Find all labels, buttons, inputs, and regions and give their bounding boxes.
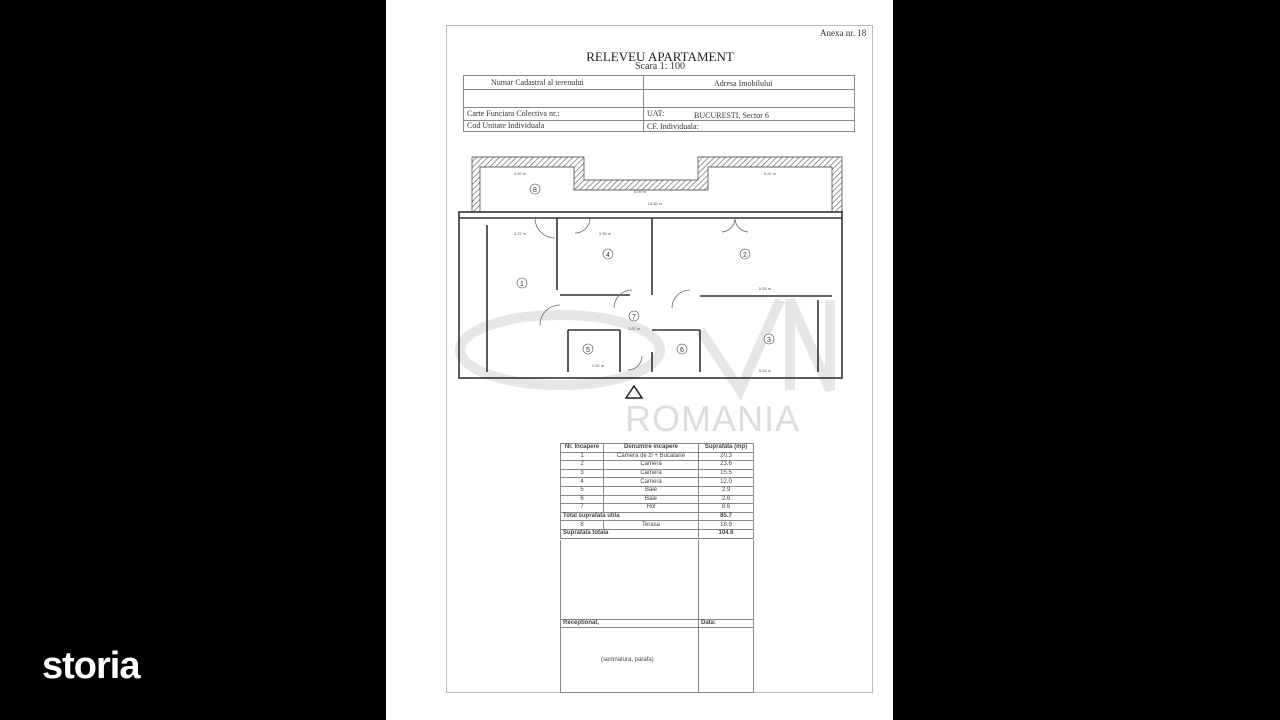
dimension-label: 5.09 m — [634, 189, 647, 194]
room-number: 8 — [533, 187, 537, 194]
room-name: Baie — [603, 494, 699, 505]
room-name: Camera — [603, 460, 699, 470]
column-header: Suprafata (mp) — [698, 443, 754, 453]
cadastral-label: Numar Cadastral al terenului — [491, 78, 584, 87]
entrance-marker-icon — [624, 384, 644, 399]
terrace-walls — [471, 156, 843, 213]
dimension-label: 3.37 m — [514, 231, 527, 236]
scale-label: Scara 1: 100 — [635, 61, 685, 72]
door-swings — [534, 217, 749, 371]
signature-label: (semnatura, parafa) — [601, 657, 654, 663]
room-area: 2.9 — [698, 485, 754, 496]
watermark-text: ROMANIA — [625, 398, 801, 439]
property-info-table: Numar Cadastral al terenului Adresa Imob… — [463, 75, 855, 132]
date-label: Data: — [701, 620, 717, 626]
unit-code-label: Cod Unitate Individuala — [467, 121, 545, 130]
room-name: Camera de zi + Bucatarie — [603, 451, 699, 462]
rooms-table: Nr. Incapere Denumire incapere Suprafata… — [560, 443, 754, 539]
room-name: Camera — [603, 468, 699, 479]
room-number: 5 — [586, 347, 590, 354]
room-area: 12.0 — [698, 477, 754, 487]
storia-logo: storia — [42, 645, 140, 687]
walls — [458, 211, 843, 379]
room-area: 23.6 — [698, 460, 754, 470]
total-value: 104.6 — [698, 528, 754, 539]
room-nr: 8 — [560, 520, 604, 530]
room-number: 3 — [767, 337, 771, 344]
dimension-label: 3.00 m — [514, 171, 527, 176]
dimension-label: 3.98 m — [599, 231, 612, 236]
room-nr: 4 — [560, 477, 604, 487]
room-number: 1 — [520, 281, 524, 288]
room-area: 2.6 — [698, 494, 754, 505]
room-number: 7 — [632, 314, 636, 321]
address-label: Adresa Imobilului — [714, 79, 773, 88]
room-name: Camera — [603, 477, 699, 487]
room-name: Hol — [603, 503, 699, 513]
room-name: Terasa — [603, 520, 699, 530]
room-nr: 3 — [560, 468, 604, 479]
room-area: 8.6 — [698, 503, 754, 513]
dimension-label: 5.24 m — [759, 368, 772, 373]
dimension-label: 5.55 m — [759, 286, 772, 291]
room-number: 6 — [680, 347, 684, 354]
useful-total-value: 85.7 — [698, 511, 754, 522]
column-header: Denumire incapere — [603, 443, 699, 453]
uat-label: UAT: — [647, 109, 665, 118]
room-name: Baie — [603, 485, 699, 496]
total-label: Suprafata totala — [560, 528, 699, 539]
room-nr: 1 — [560, 451, 604, 462]
dimension-label: 1.97 m — [628, 326, 641, 331]
room-nr: 6 — [560, 494, 604, 505]
column-header: Nr. Incapere — [560, 443, 604, 453]
room-area: 20.3 — [698, 451, 754, 462]
signature-box: Receptionat, Data: (semnatura, parafa) — [560, 540, 754, 693]
room-nr: 2 — [560, 460, 604, 470]
cf-individual-label: CF. Individuala: — [647, 122, 699, 131]
table-header-row: Nr. Incapere Denumire incapere Suprafata… — [560, 443, 754, 453]
svn-watermark-logo — [455, 297, 835, 401]
uat-value: BUCURESTI, Sector 6 — [694, 111, 769, 120]
dimension-label: 1.52 m — [592, 363, 605, 368]
room-nr: 5 — [560, 485, 604, 496]
room-number: 2 — [743, 252, 747, 259]
document-title: RELEVEU APARTAMENT — [586, 49, 734, 64]
received-label: Receptionat, — [563, 620, 600, 626]
room-area: 15.5 — [698, 468, 754, 479]
room-nr: 7 — [560, 503, 604, 513]
room-number: 4 — [606, 252, 610, 259]
dimension-label: 5.22 m — [764, 171, 777, 176]
annex-number: Anexa nr. 18 — [820, 28, 867, 38]
room-area: 18.9 — [698, 520, 754, 530]
useful-total-label: Total suprafata utila — [560, 511, 699, 522]
dimension-label: 14.50 m — [648, 201, 663, 206]
cf-collective-label: Carte Funciara Colectiva nr.: — [467, 109, 560, 118]
room-number-markers — [516, 183, 775, 355]
